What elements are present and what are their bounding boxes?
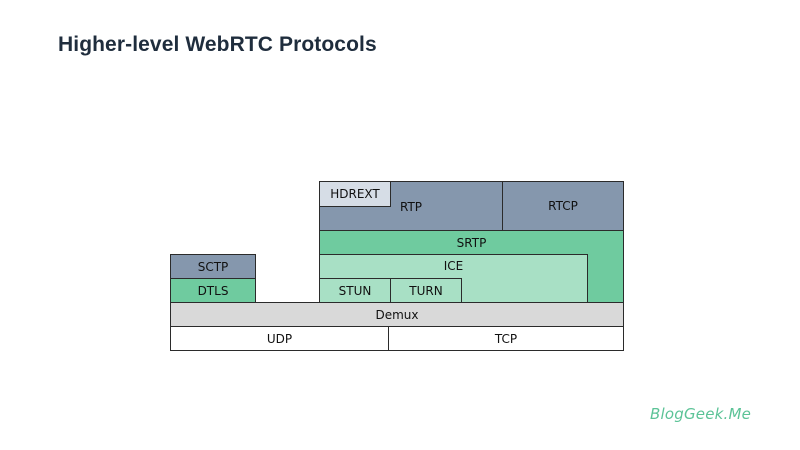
rtcp-block: RTCP [502,181,624,231]
hdrext-block: HDREXT [319,181,391,207]
srtp-label: SRTP [456,236,487,250]
tcp-block: TCP [388,326,624,351]
page-title: Higher-level WebRTC Protocols [58,33,377,56]
sctp-block: SCTP [170,254,256,279]
stun-block: STUN [319,278,391,303]
demux-block: Demux [170,302,624,327]
ice-label: ICE [443,259,464,273]
rtp-label: RTP [399,200,423,214]
udp-block: UDP [170,326,389,351]
brand-logo: BlogGeek.Me [650,405,752,423]
dtls-block: DTLS [170,278,256,303]
turn-block: TURN [390,278,462,303]
